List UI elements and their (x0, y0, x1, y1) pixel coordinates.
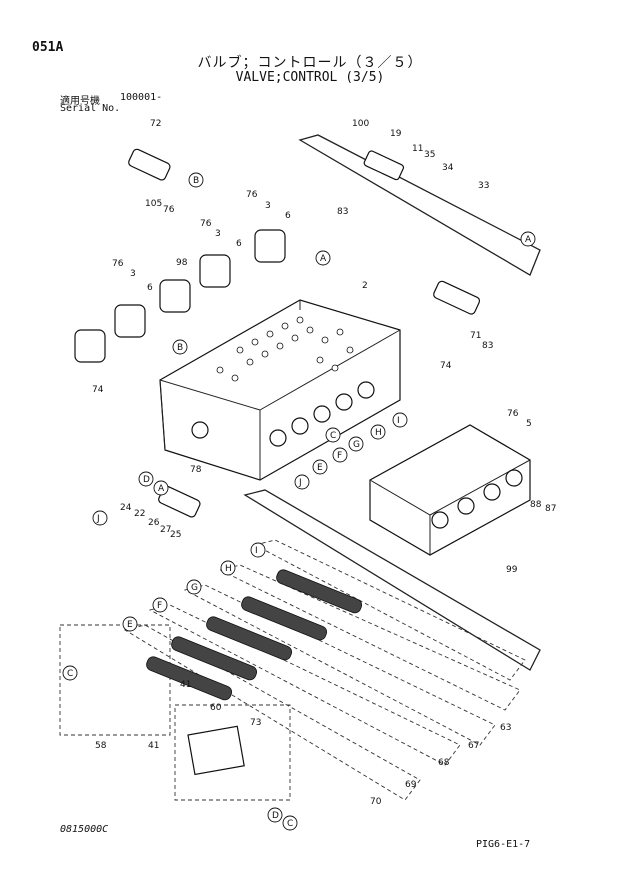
end-cover-plate (369, 424, 531, 556)
part-label: 73 (250, 718, 261, 728)
part-number-labels: 72 100 19 11 35 34 33 76 105 76 3 6 83 7… (92, 119, 556, 807)
page-title-english: VALVE;CONTROL (3/5) (235, 70, 385, 85)
part-label: 76 (112, 259, 124, 269)
upper-parts-outline (298, 134, 541, 276)
part-label: 5 (526, 419, 532, 429)
callout-letter: J (298, 478, 302, 488)
part-label: 60 (210, 703, 222, 713)
part-label: 83 (337, 207, 348, 217)
part-label: 63 (500, 723, 511, 733)
part-label: 41 (180, 680, 191, 690)
part-label: 74 (440, 361, 452, 371)
part-label: 105 (145, 199, 162, 209)
serial-value: 100001- (120, 92, 163, 103)
part-label: 27 (160, 525, 171, 535)
callout-letter: A (525, 235, 532, 245)
callout-letter: G (191, 583, 198, 593)
callout-letter: I (255, 546, 258, 556)
callout-letter: B (177, 343, 183, 353)
part-label: 58 (95, 741, 107, 751)
reference-callouts: B A A B I H G C E F J D A J I H G F E C … (62, 172, 536, 831)
part-label: 98 (176, 258, 188, 268)
part-label: 22 (134, 509, 145, 519)
part-label: 83 (482, 341, 493, 351)
part-label: 67 (468, 741, 479, 751)
part-label: 76 (507, 409, 519, 419)
part-label: 68 (438, 758, 450, 768)
part-label: 33 (478, 181, 489, 191)
callout-letter: H (225, 564, 232, 574)
part-label: 6 (147, 283, 153, 293)
part-label: 3 (265, 201, 271, 211)
callout-letter: D (272, 811, 279, 821)
part-label: 69 (405, 780, 417, 790)
callout-letter: H (375, 428, 382, 438)
part-label: 3 (215, 229, 221, 239)
part-label: 74 (92, 385, 104, 395)
callout-letter: C (67, 669, 73, 679)
valve-body (159, 299, 401, 481)
part-label: 88 (530, 500, 542, 510)
part-label: 99 (506, 565, 518, 575)
callout-letter: B (193, 176, 199, 186)
part-label: 70 (370, 797, 382, 807)
callout-letter: I (397, 416, 400, 426)
serial-label-english: Serial No. (60, 103, 121, 114)
part-label: 11 (412, 144, 423, 154)
callout-letter: A (158, 484, 165, 494)
callout-letter: D (143, 475, 150, 485)
figure-code: PIG6-E1-7 (476, 839, 531, 850)
serial-label-japanese: 適用号機 (60, 96, 100, 107)
page-title-japanese: バルブ；コントロール（３／５） (197, 55, 423, 71)
callout-letter: J (96, 514, 100, 524)
part-label: 41 (148, 741, 159, 751)
callout-letter: E (127, 620, 133, 630)
part-label: 72 (150, 119, 161, 129)
part-label: 87 (545, 504, 556, 514)
part-label: 34 (442, 163, 454, 173)
part-label: 26 (148, 518, 160, 528)
part-label: 76 (163, 205, 175, 215)
part-label: 19 (390, 129, 402, 139)
callout-letter: F (157, 601, 162, 611)
part-label: 3 (130, 269, 136, 279)
part-label: 6 (285, 211, 291, 221)
part-label: 6 (236, 239, 242, 249)
callout-letter: E (317, 463, 323, 473)
part-label: 71 (470, 331, 481, 341)
part-label: 2 (362, 281, 368, 291)
part-label: 24 (120, 503, 132, 513)
callout-letter: C (287, 819, 293, 829)
part-label: 25 (170, 530, 181, 540)
part-label: 78 (190, 465, 202, 475)
spool-groups (59, 539, 526, 801)
part-label: 100 (352, 119, 369, 129)
part-label: 35 (424, 150, 435, 160)
callout-letter: A (320, 254, 327, 264)
callout-letter: G (353, 440, 360, 450)
page-code: 051A (32, 40, 64, 55)
drawing-code: 0815000C (60, 824, 109, 835)
part-label: 76 (246, 190, 258, 200)
callout-letter: C (330, 431, 336, 441)
part-label: 76 (200, 219, 212, 229)
callout-letter: F (337, 451, 342, 461)
